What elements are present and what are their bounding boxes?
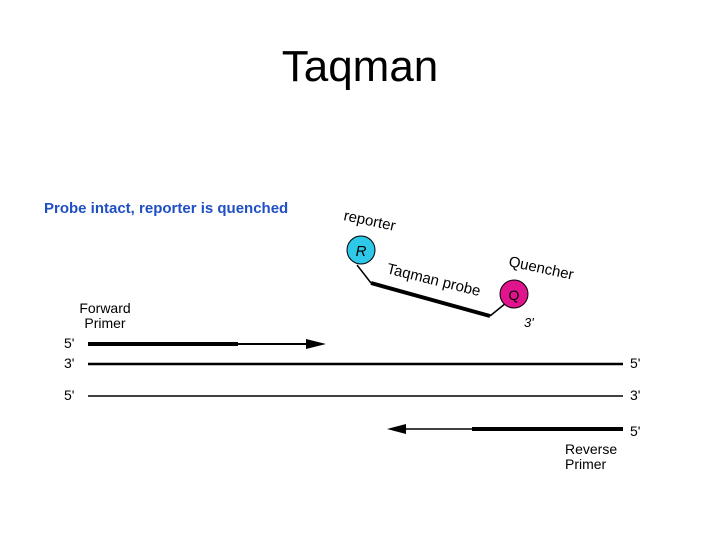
- probe-strand: [370, 281, 491, 318]
- quencher-label: Quencher: [507, 253, 575, 283]
- diagram-caption: Probe intact, reporter is quenched: [44, 200, 289, 217]
- reverse-primer-5-prime: 5': [630, 423, 641, 439]
- reverse-primer-arrowhead: [387, 424, 406, 434]
- forward-primer-5-prime: 5': [64, 335, 75, 351]
- slide-title: Taqman: [281, 42, 439, 91]
- forward-primer-label: Forward Primer: [70, 301, 140, 331]
- reporter-symbol: R: [356, 243, 367, 260]
- reverse-primer-label-line2: Primer: [565, 456, 607, 472]
- top-strand-left-end: 3': [64, 355, 75, 371]
- reverse-primer-label-line1: Reverse: [565, 441, 618, 457]
- reporter-linker: [356, 264, 372, 284]
- quencher-linker: [489, 302, 507, 317]
- forward-primer-label-line1: Forward: [79, 300, 131, 316]
- bottom-strand-right-end: 3': [630, 387, 641, 403]
- quencher-symbol: Q: [509, 287, 520, 303]
- probe-label: Taqman probe: [385, 260, 482, 300]
- reporter-dye-circle: [346, 235, 376, 265]
- forward-primer-label-line2: Primer: [84, 315, 126, 331]
- forward-primer-arrowhead: [306, 339, 326, 349]
- quencher-dye-circle: [499, 279, 529, 309]
- bottom-strand-left-end: 5': [64, 387, 75, 403]
- reverse-primer-label: Reverse Primer: [565, 442, 617, 472]
- top-strand-right-end: 5': [630, 355, 641, 371]
- reporter-label: reporter: [342, 207, 397, 235]
- probe-three-prime-label: 3': [524, 315, 534, 330]
